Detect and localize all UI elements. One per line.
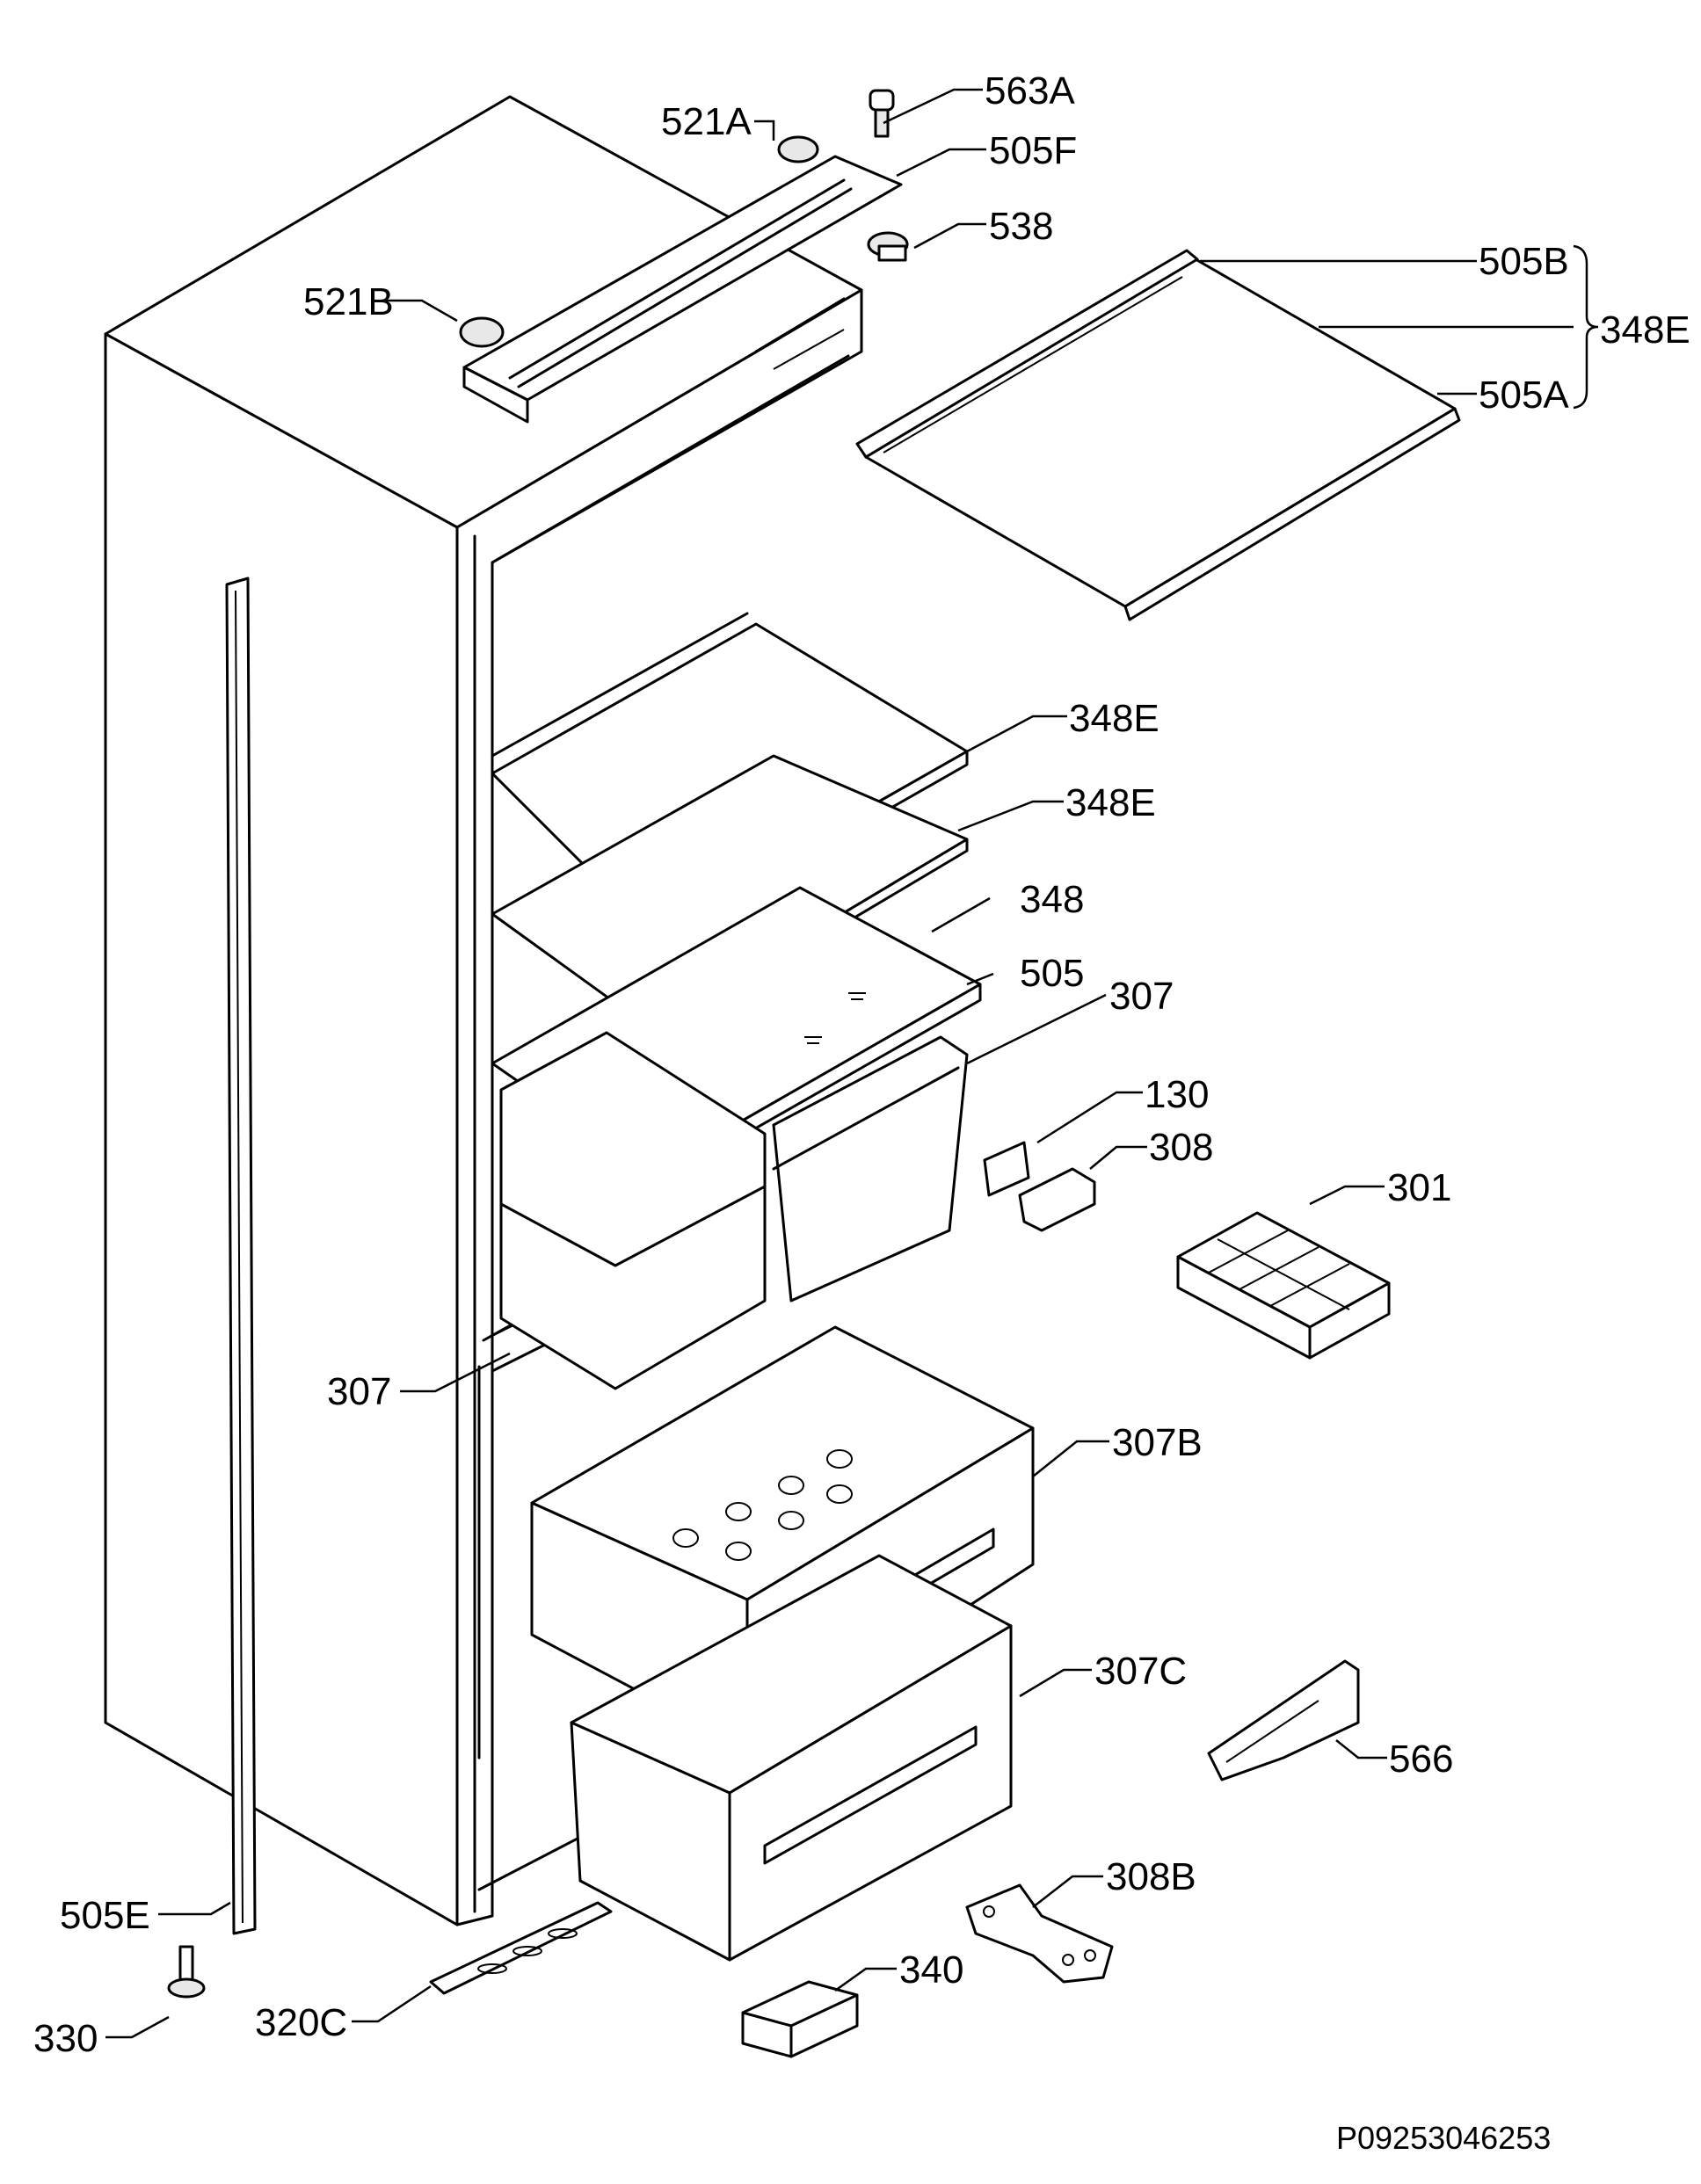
label-505e: 505E: [60, 1894, 150, 1937]
label-348e-2: 348E: [1065, 781, 1156, 824]
label-320c: 320C: [255, 2001, 347, 2044]
part-box-340: [741, 1980, 859, 2058]
drawing-code: P09253046253: [1336, 2120, 1551, 2156]
label-538: 538: [989, 205, 1053, 248]
label-505a: 505A: [1479, 374, 1569, 417]
label-307c: 307C: [1094, 1650, 1187, 1693]
crisper-drawer-pair: [499, 1031, 969, 1390]
glass-shelf-assembly: [855, 249, 1461, 621]
label-505f: 505F: [989, 129, 1077, 172]
ice-scraper: [1207, 1659, 1360, 1781]
label-307-lower: 307: [327, 1370, 391, 1413]
label-521b: 521B: [303, 280, 394, 323]
refrigerator-cabinet: [104, 95, 863, 1926]
ice-tray: [1176, 1211, 1391, 1360]
label-348: 348: [1020, 878, 1084, 921]
label-348e-top: 348E: [1600, 308, 1690, 352]
freezer-basket-307c: [570, 1554, 1013, 1962]
screw-330: [167, 1945, 206, 1999]
bottom-hinge-308b: [965, 1883, 1114, 1984]
label-566: 566: [1389, 1738, 1453, 1781]
top-fittings: [459, 89, 909, 348]
label-563a: 563A: [985, 69, 1075, 112]
label-348e-1: 348E: [1069, 697, 1159, 740]
small-part-130: [983, 1141, 1030, 1197]
label-330: 330: [33, 2017, 98, 2060]
label-521a: 521A: [661, 100, 752, 143]
slide-rail-320c: [429, 1901, 613, 1995]
label-505: 505: [1020, 952, 1084, 995]
label-340: 340: [899, 1948, 963, 1992]
top-hinge-bar: [462, 155, 903, 424]
label-307b: 307B: [1112, 1421, 1203, 1464]
small-part-308: [1018, 1167, 1096, 1232]
label-301: 301: [1387, 1166, 1451, 1209]
leader-lines: [105, 88, 1599, 2039]
label-308b: 308B: [1106, 1855, 1196, 1898]
label-307-upper: 307: [1109, 975, 1174, 1018]
label-130: 130: [1145, 1073, 1209, 1116]
part-labels: 563A 521A 505F 538 521B 505B 348E 505A 3…: [33, 69, 1690, 2060]
door-seal-strip: [225, 577, 257, 1935]
label-308: 308: [1149, 1126, 1213, 1169]
label-505b: 505B: [1479, 240, 1569, 283]
